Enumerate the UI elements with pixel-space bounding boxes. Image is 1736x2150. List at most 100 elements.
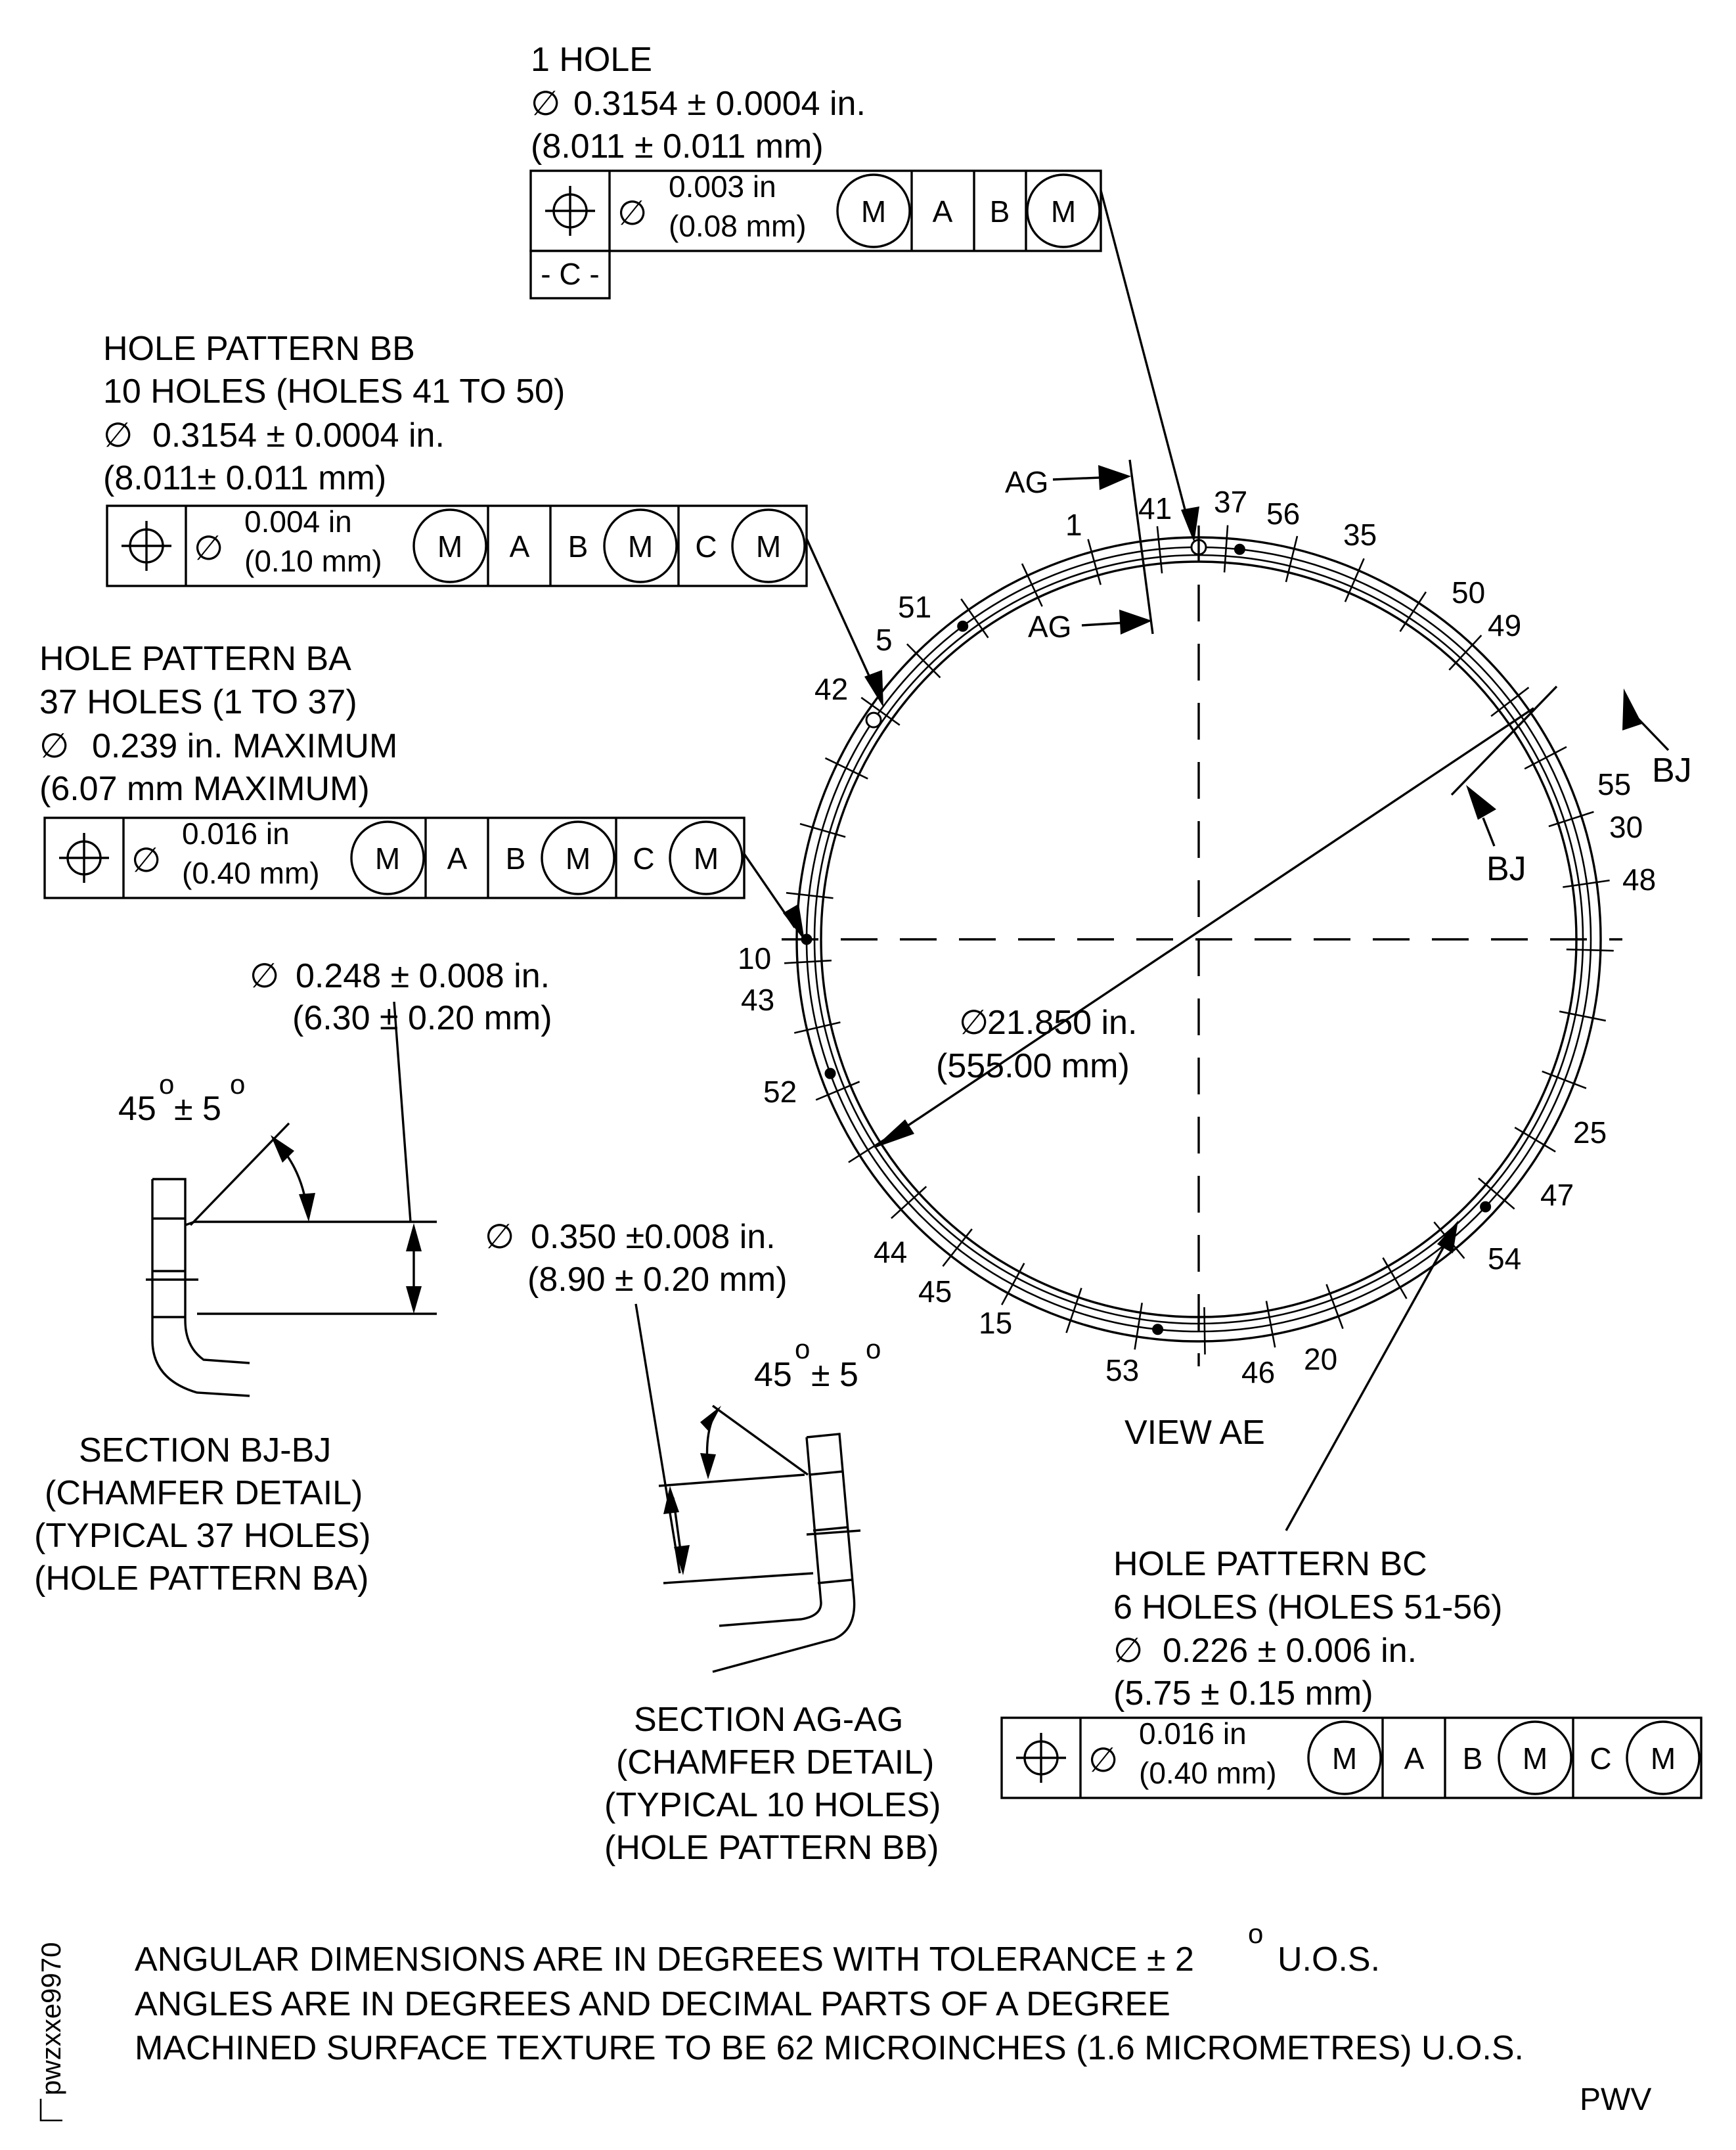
datum-c-box [529,250,611,300]
hole-label-52: 52 [763,1075,797,1109]
section-bj-caption-2: (CHAMFER DETAIL) [45,1474,363,1512]
hole-tick [1285,535,1299,583]
bj-dia-leader [393,1001,412,1222]
bj-arrow-top [1622,688,1642,730]
ag-part-inner [719,1437,822,1627]
ag-part-outer [712,1433,856,1673]
section-bj-dia-mm: (6.30 ± 0.20 mm) [292,999,552,1037]
datum-c: C [1590,1741,1611,1776]
diameter-symbol: ∅ [194,529,223,568]
datum-a: A [1404,1741,1425,1776]
position-icon [1016,1733,1066,1783]
view-label: VIEW AE [1124,1414,1265,1452]
ring-diameter-symbol: ∅ [959,1004,989,1042]
degree-symbol: o [159,1069,174,1100]
ag-dim-extension-bottom [663,1572,814,1584]
mmc-modifier-letter: M [861,194,886,229]
bb-leader [805,538,878,694]
section-ag-caption-3: (TYPICAL 10 HOLES) [604,1786,941,1824]
ring-diameter-arrow [874,1119,914,1148]
hole-tick [1490,686,1530,717]
bj-cut-extension [1450,685,1558,796]
bj-chamfer-line [189,1122,290,1226]
ba-count: 37 HOLES (1 TO 37) [39,683,357,721]
section-bj-caption-3: (TYPICAL 37 HOLES) [34,1517,370,1555]
datum-b: B [568,529,589,564]
ring-diameter-in: 21.850 in. [987,1004,1137,1042]
hole-label-48: 48 [1622,862,1656,897]
ba-dia-mm: (6.07 mm MAXIMUM) [39,770,370,808]
datum-c: C [633,841,654,876]
section-bj-angle: 45 [118,1090,156,1128]
datum-c: C [695,529,717,564]
section-ag-dia-in: 0.350 ±0.008 in. [531,1218,776,1256]
bc-count: 6 HOLES (HOLES 51-56) [1113,1588,1502,1626]
mmc-modifier-letter: M [1332,1741,1357,1776]
single-hole-dia-mm: (8.011 ± 0.011 mm) [531,127,824,166]
hole-label-44: 44 [874,1235,907,1269]
section-bj-caption-4: (HOLE PATTERN BA) [34,1559,368,1598]
note-line-1-tail: U.O.S. [1278,1940,1380,1979]
hole-label-51: 51 [898,590,931,624]
hole-label-20: 20 [1304,1342,1337,1376]
hole-tick [1399,591,1427,633]
hole-tick [1478,1177,1515,1210]
hole-label-37: 37 [1214,485,1247,519]
side-reference-id: pwzxxe9970 [35,1942,66,2095]
single-hole-leader [1100,190,1191,530]
section-bj-dia-in: 0.248 ± 0.008 in. [296,957,550,995]
hole-label-56: 56 [1266,497,1300,531]
datum-a: A [933,194,953,229]
hole-label-15: 15 [979,1306,1012,1340]
bc-leader [1285,1234,1452,1531]
hole-label-50: 50 [1452,575,1485,610]
hole-label-49: 49 [1488,608,1521,642]
fcf-tolerance-in: 0.004 in [244,504,352,539]
section-ag-dia-mm: (8.90 ± 0.20 mm) [527,1261,788,1299]
bb-count: 10 HOLES (HOLES 41 TO 50) [103,372,565,411]
single-hole-title: 1 HOLE [531,41,652,79]
ag-hole-center-tick [806,1529,861,1536]
mmc-modifier-letter: M [437,529,462,564]
hole-tick [1203,1307,1206,1355]
bc-arrow [1437,1221,1458,1253]
datum-b: B [506,841,526,876]
section-ag-angle-tol: ± 5 [811,1356,858,1394]
hole-label-55: 55 [1597,767,1631,801]
mmc-modifier-letter: M [375,841,400,876]
hole-label-1: 1 [1065,508,1082,542]
datum-b: B [990,194,1010,229]
section-ag-angle: 45 [754,1356,792,1394]
diameter-symbol: ∅ [103,416,133,455]
ag-dia-leader [634,1303,681,1574]
bj-part-inner [151,1179,250,1397]
single-hole-dia-in: 0.3154 ± 0.0004 in. [573,85,866,123]
bb-dia-mm: (8.011± 0.011 mm) [103,459,386,497]
ag-mark-bottom: AG [1028,610,1071,644]
degree-symbol: o [230,1069,245,1100]
hole-tick [1087,539,1102,585]
bj-arrow-bottom-shaft [1482,817,1496,847]
hole-label-41: 41 [1138,491,1172,526]
mmc-modifier [541,820,615,895]
section-ag-caption-1: SECTION AG-AG [634,1701,903,1739]
mmc-modifier [1626,1720,1701,1795]
bc-title: HOLE PATTERN BC [1113,1545,1427,1583]
hole-label-25: 25 [1573,1115,1607,1150]
mmc-modifier [836,173,911,248]
hole-tick [799,822,846,838]
diameter-symbol: ∅ [531,85,560,123]
diameter-symbol: ∅ [1088,1741,1118,1780]
note-line-2: ANGLES ARE IN DEGREES AND DECIMAL PARTS … [135,1985,1170,2023]
hole-label-54: 54 [1488,1242,1521,1276]
hole-tick [1134,1303,1143,1350]
hole-tick [1514,1127,1556,1153]
bc-fcf [1000,1716,1703,1799]
hole-tick [1524,746,1567,770]
ag-mark-top: AG [1005,465,1048,499]
bj-mark-top: BJ [1652,751,1692,790]
corner-reference-id: PWV [1580,2082,1651,2117]
mmc-modifier-letter: M [1051,194,1076,229]
hole-tick [786,891,834,899]
